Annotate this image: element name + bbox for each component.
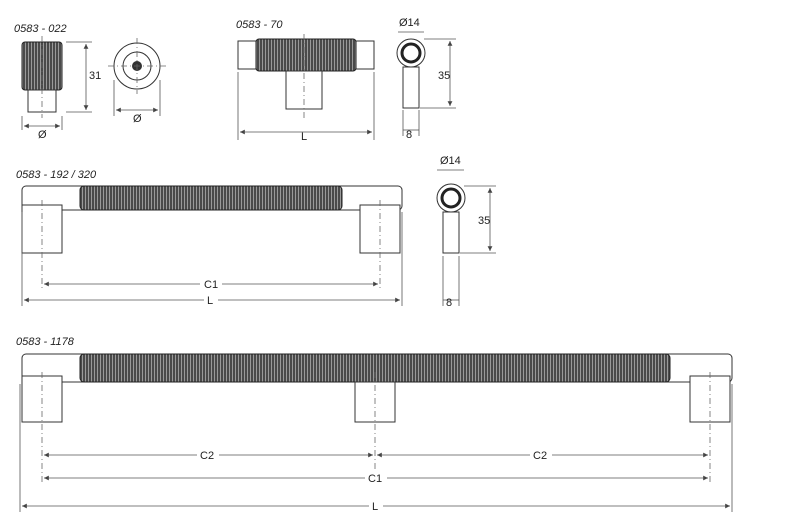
knob-022-end-width-label: Ø <box>133 113 142 125</box>
knob-70-grip <box>255 38 357 72</box>
handle-1178-c1-bg <box>365 471 387 483</box>
handle-192-end-ring <box>440 187 462 209</box>
knob-70-height-label: 35 <box>438 70 450 82</box>
part-label-022: 0583 - 022 <box>14 23 67 35</box>
handle-1178-c2b-bg <box>530 448 552 460</box>
knob-022-width-label: Ø <box>38 129 47 141</box>
handle-192-c1-bg <box>200 277 222 289</box>
handle-192-l-label: L <box>207 295 213 307</box>
knob-70-end-stem <box>402 66 420 109</box>
knob-70-end-left <box>237 40 257 70</box>
handle-1178-l-bg <box>369 499 383 511</box>
handle-192-foot-label: 8 <box>446 297 452 309</box>
knob-70-length-label: L <box>301 131 307 143</box>
part-label-70: 0583 - 70 <box>236 19 283 31</box>
handle-1178-c2a-bg <box>197 448 219 460</box>
part-label-192: 0583 - 192 / 320 <box>16 169 97 181</box>
knob-022-group: 0583 - 022 31 Ø Ø <box>14 23 166 141</box>
handle-1178-group: 0583 - 1178 C2 C2 C1 L <box>16 336 733 513</box>
handle-192-l-bg <box>204 293 218 305</box>
handle-192-end-stem <box>442 211 460 254</box>
handle-192-diam-label: Ø14 <box>440 155 461 167</box>
knob-022-height-label: 31 <box>89 70 101 82</box>
knob-70-end-ring <box>400 42 422 64</box>
handle-1178-c1-label: C1 <box>368 473 382 485</box>
part-label-1178: 0583 - 1178 <box>16 336 75 348</box>
handle-1178-c2a-label: C2 <box>200 450 214 462</box>
knob-70-end-right <box>355 40 375 70</box>
handle-1178-l-label: L <box>372 501 378 513</box>
knob-70-foot-label: 8 <box>406 129 412 141</box>
knob-70-diam-label: Ø14 <box>399 17 420 29</box>
handle-192-grip <box>79 185 343 211</box>
handle-192-group: 0583 - 192 / 320 C1 L Ø14 35 8 <box>16 155 496 309</box>
knob-70-group: 0583 - 70 L Ø14 35 8 <box>236 17 456 143</box>
handle-192-height-label: 35 <box>478 215 490 227</box>
handle-192-c1-label: C1 <box>204 279 218 291</box>
handle-1178-c2b-label: C2 <box>533 450 547 462</box>
